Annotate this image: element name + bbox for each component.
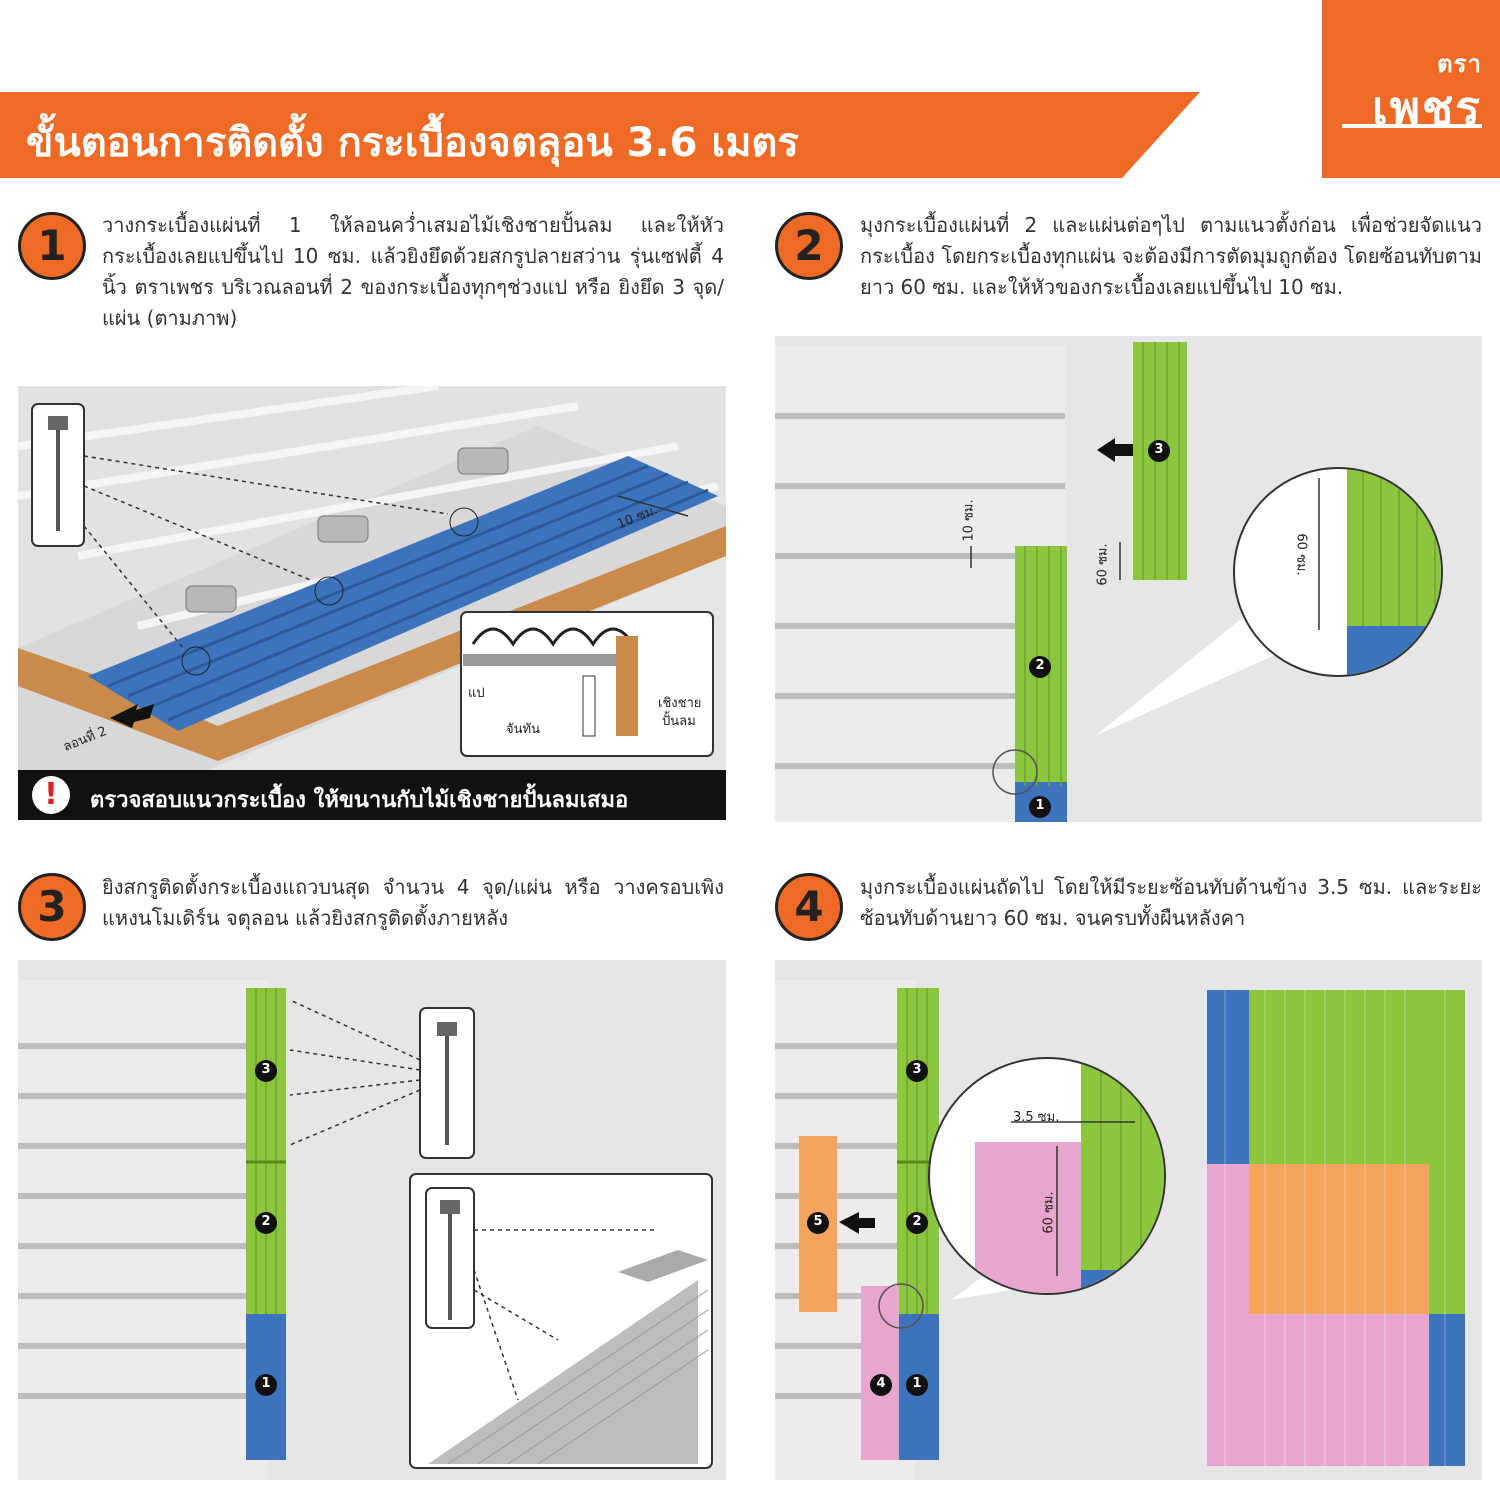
panel-2-vertical-install: 10 ซม. 60 ซม. 60 ซม. 1 2 3 [775,336,1482,822]
panel-1-fascia-label-1: เชิงชาย [658,696,702,711]
step-2-number-circle: 2 [775,212,843,280]
brand-big-text: เพชร [1372,81,1482,135]
panel-1-drawing [18,386,726,770]
panel-2-sheet-1-label: 1 [1035,798,1045,813]
panel-3-sheet-3-label: 3 [261,1062,271,1077]
panel-3-top-row-screws: 1 2 3 [18,960,726,1480]
step-3-number-circle: 3 [18,873,86,941]
brand-small-text: ตรา [1437,50,1482,78]
panel-4-full-roof: 3.5 ซม. 60 ซม. 1 2 3 4 5 [775,960,1482,1480]
warning-icon: ! [32,776,70,814]
panel-2-sheet-3-label: 3 [1154,442,1164,457]
panel-3-sheet-2-label: 2 [261,1214,271,1229]
panel-2-sheet-2-badge: 2 [1029,656,1051,678]
panel-3-sheet-3-badge: 3 [255,1060,277,1082]
step-1-number: 1 [37,221,67,270]
panel-4-drawing [775,980,1465,1480]
panel-2-sheet-2-label: 2 [1035,658,1045,673]
page-title: ขั้นตอนการติดตั้ง กระเบื้องจตลุอน 3.6 เม… [26,120,799,166]
panel-1-fascia-label-2: ปั้นลม [662,714,696,729]
panel-2-sheet-3-badge: 3 [1148,440,1170,462]
warning-icon-glyph: ! [44,777,58,812]
panel-4-sheet-3-label: 3 [912,1062,922,1077]
panel-2-dimension-10cm: 10 ซม. [961,499,977,542]
title-banner [0,92,1200,178]
step-3-number: 3 [37,882,67,931]
panel-2-zoom-dimension-60cm: 60 ซม. [1293,533,1309,576]
step-4-text: มุงกระเบื้องแผ่นถัดไป โดยให้มีระยะซ้อนทั… [860,875,1482,930]
panel-2-sheet-1-badge: 1 [1029,796,1051,818]
panel-1-purlin-label: แป [468,686,485,701]
panel-4-sheet-1-label: 1 [912,1376,922,1391]
banner-shape [0,92,1200,178]
panel-4-dimension-3-5cm: 3.5 ซม. [1013,1110,1060,1125]
warning-text: ตรวจสอบแนวกระเบื้อง ให้ขนานกับไม้เชิงชาย… [90,788,629,813]
brand-underline [1342,124,1482,128]
step-4-number: 4 [794,882,824,931]
panel-4-dimension-60cm: 60 ซม. [1041,1191,1057,1234]
step-1-number-circle: 1 [18,212,86,280]
panel-3-drawing [18,980,713,1480]
panel-1-roof-illustration: 10 ซม. ลอนที่ 2 แป จันทัน เชิงชาย ปั้นลม [18,386,726,770]
panel-4-sheet-5-badge: 5 [807,1212,829,1234]
warning-bar: ! ตรวจสอบแนวกระเบื้อง ให้ขนานกับไม้เชิงช… [18,770,726,820]
panel-4-sheet-2-badge: 2 [906,1212,928,1234]
panel-4-sheet-4-label: 4 [876,1376,886,1391]
step-2-text: มุงกระเบื้องแผ่นที่ 2 และแผ่นต่อๆไป ตามแ… [860,213,1482,299]
panel-2-drawing [775,342,1443,822]
step-1-text: วางกระเบื้องแผ่นที่ 1 ให้ลอนคว่ำเสมอไม้เ… [102,213,724,330]
panel-1-bracket-label: จันทัน [506,722,540,737]
step-3-text: ยิงสกรูติดตั้งกระเบื้องแถวบนสุด จำนวน 4 … [102,875,724,930]
panel-2-dimension-60cm: 60 ซม. [1095,543,1111,586]
panel-4-sheet-1-badge: 1 [906,1374,928,1396]
brand-logo: ตรา เพชร [1322,0,1500,178]
step-4-number-circle: 4 [775,873,843,941]
panel-4-sheet-5-label: 5 [813,1214,823,1229]
panel-3-sheet-1-label: 1 [261,1376,271,1391]
panel-4-sheet-4-badge: 4 [870,1374,892,1396]
step-2-number: 2 [794,221,824,270]
panel-3-sheet-1-badge: 1 [255,1374,277,1396]
panel-3-sheet-2-badge: 2 [255,1212,277,1234]
panel-4-sheet-2-label: 2 [912,1214,922,1229]
panel-4-sheet-3-badge: 3 [906,1060,928,1082]
